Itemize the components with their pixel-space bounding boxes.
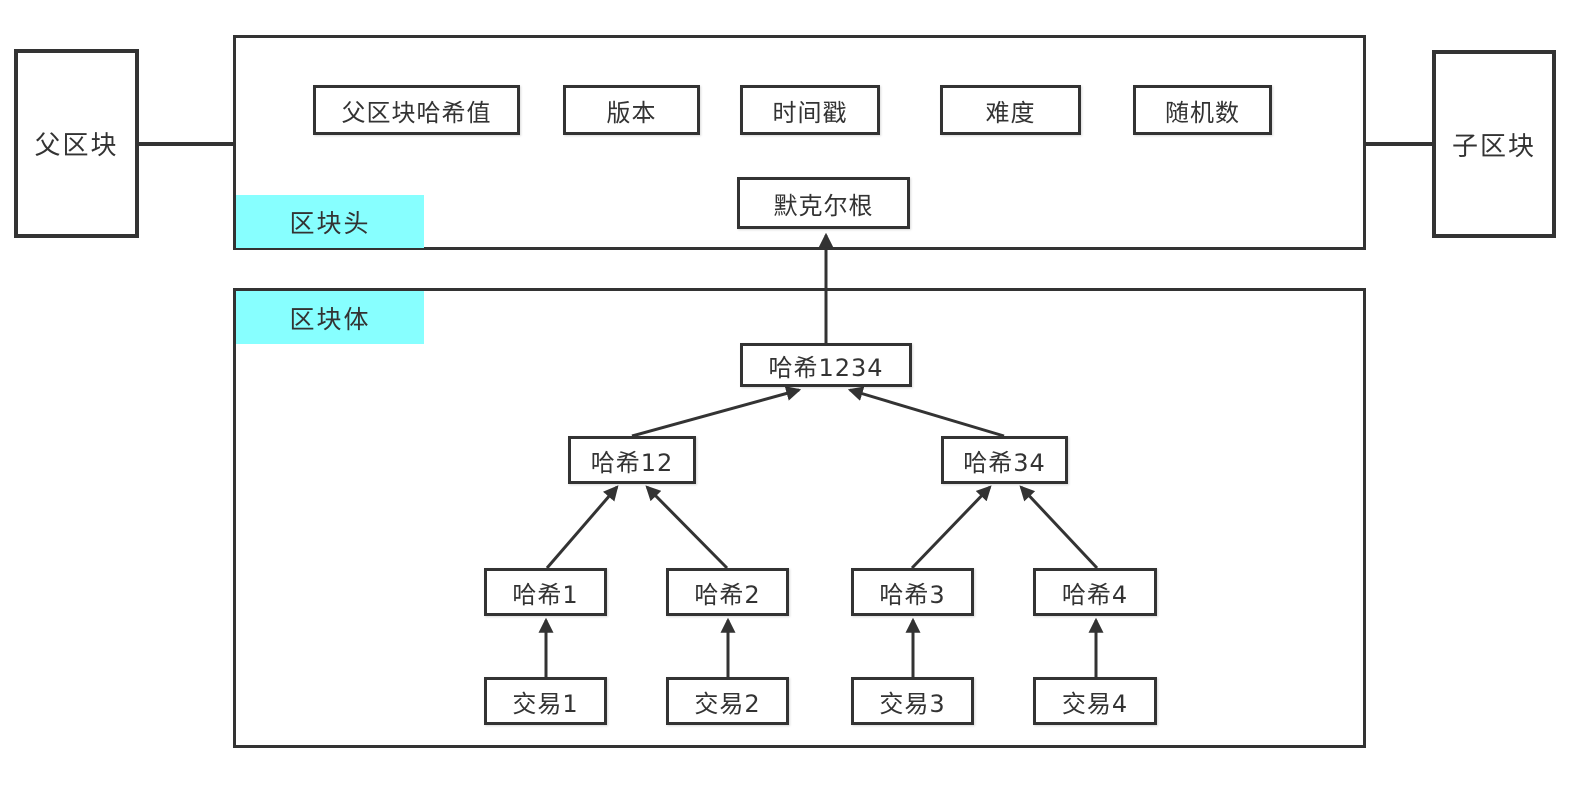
transaction2-label: 交易2 <box>694 689 761 718</box>
child-block-node: 子区块 <box>1432 50 1556 238</box>
hash4-label: 哈希4 <box>1061 580 1129 609</box>
merkle-root-node: 默克尔根 <box>737 177 910 229</box>
block-body-tag: 区块体 <box>236 291 424 344</box>
hash34-node: 哈希34 <box>941 436 1068 484</box>
transaction4-label: 交易4 <box>1061 689 1129 718</box>
transaction1-node: 交易1 <box>484 677 607 725</box>
block-header-tag: 区块头 <box>236 195 424 248</box>
header-field-difficulty: 难度 <box>940 85 1081 135</box>
header-field-parent-hash: 父区块哈希值 <box>313 85 520 135</box>
parent-block-node: 父区块 <box>14 49 139 238</box>
hash1234-node: 哈希1234 <box>740 343 912 387</box>
header-field-parent-hash-label: 父区块哈希值 <box>341 98 492 127</box>
transaction3-node: 交易3 <box>851 677 974 725</box>
child-block-label: 子区块 <box>1451 131 1536 162</box>
hash2-node: 哈希2 <box>666 568 789 616</box>
block-body-tag-label: 区块体 <box>289 304 371 334</box>
hash1-label: 哈希1 <box>512 580 579 609</box>
transaction1-label: 交易1 <box>512 689 579 718</box>
hash34-label: 哈希34 <box>963 448 1046 477</box>
header-field-nonce-label: 随机数 <box>1165 98 1240 127</box>
block-header-container <box>233 35 1366 250</box>
hash3-node: 哈希3 <box>851 568 974 616</box>
hash12-node: 哈希12 <box>568 436 696 484</box>
header-field-version: 版本 <box>563 85 700 135</box>
hash1-node: 哈希1 <box>484 568 607 616</box>
header-field-nonce: 随机数 <box>1133 85 1272 135</box>
header-field-difficulty-label: 难度 <box>985 98 1036 127</box>
header-field-timestamp-label: 时间戳 <box>772 98 848 127</box>
hash12-label: 哈希12 <box>590 448 674 477</box>
header-field-version-label: 版本 <box>606 98 657 127</box>
hash4-node: 哈希4 <box>1033 568 1157 616</box>
parent-block-label: 父区块 <box>34 131 119 161</box>
hash3-label: 哈希3 <box>879 580 946 609</box>
header-field-timestamp: 时间戳 <box>740 85 880 135</box>
block-header-tag-label: 区块头 <box>289 208 371 238</box>
merkle-root-label: 默克尔根 <box>773 191 874 220</box>
transaction2-node: 交易2 <box>666 677 789 725</box>
transaction4-node: 交易4 <box>1033 677 1157 725</box>
hash1234-label: 哈希1234 <box>768 353 884 382</box>
transaction3-label: 交易3 <box>879 689 946 718</box>
hash2-label: 哈希2 <box>694 580 761 609</box>
block-body-container <box>233 288 1366 748</box>
